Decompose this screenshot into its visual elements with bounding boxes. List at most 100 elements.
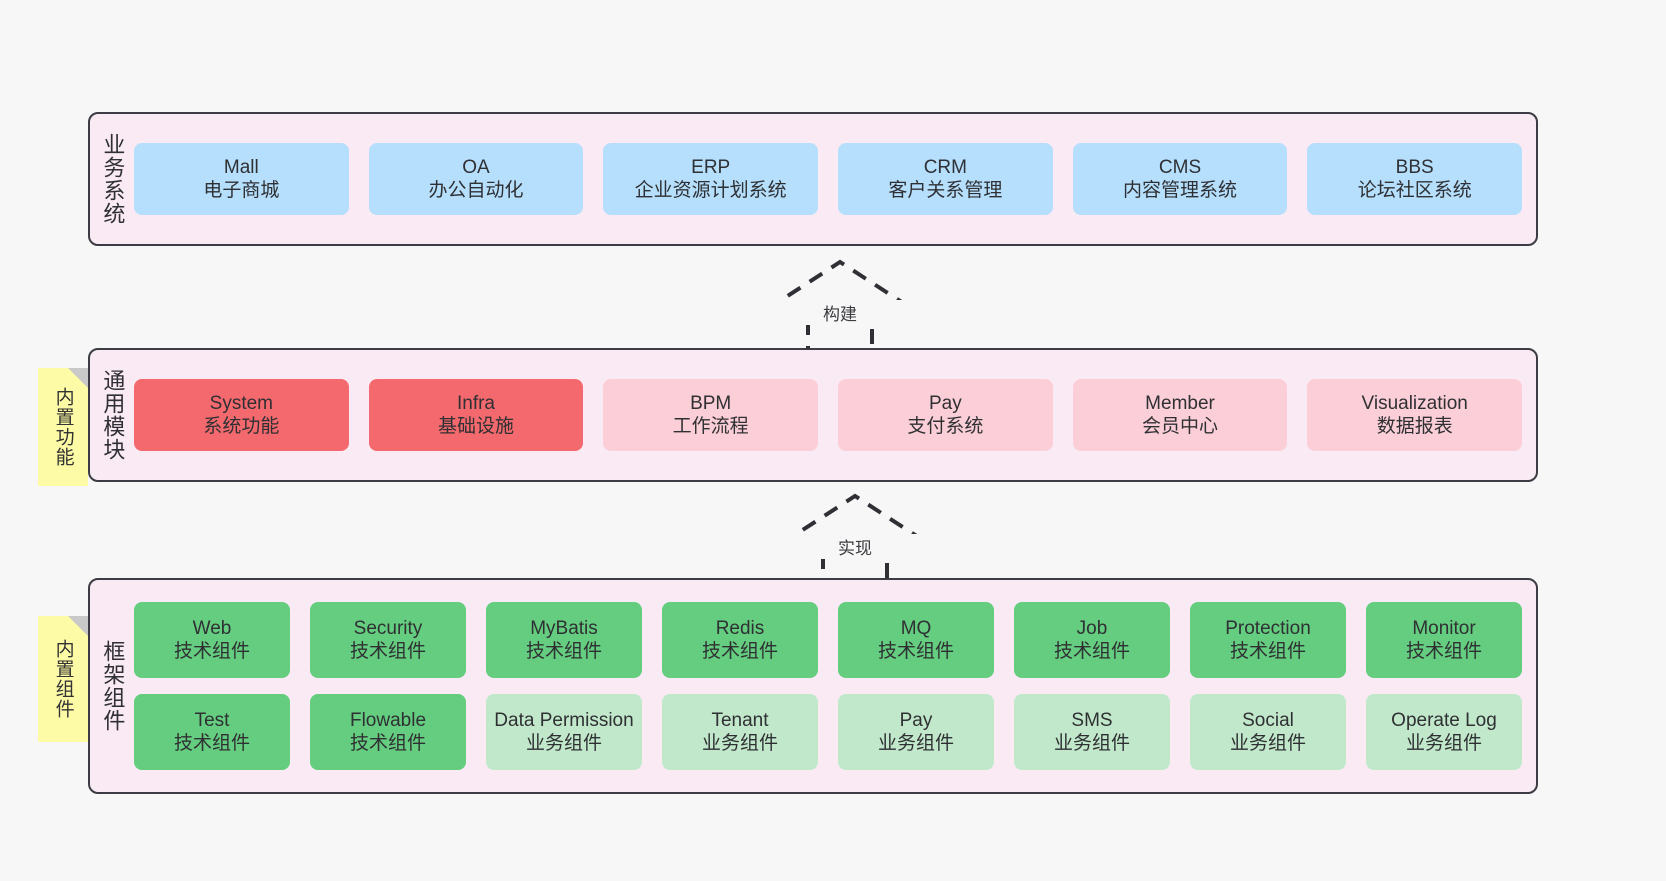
node-security-cn: 技术组件: [349, 641, 426, 662]
layer-common-title: 通用模块: [100, 369, 126, 461]
node-security[interactable]: Security 技术组件: [310, 602, 466, 678]
node-data-permission[interactable]: Data Permission 业务组件: [486, 694, 642, 770]
node-job-en: Job: [1076, 617, 1108, 639]
common-node-row: System 系统功能 Infra 基础设施 BPM 工作流程 Pay 支付系统…: [134, 379, 1523, 451]
node-social-cn: 业务组件: [1229, 733, 1306, 754]
node-social-en: Social: [1242, 709, 1294, 731]
node-redis[interactable]: Redis 技术组件: [662, 602, 818, 678]
node-bbs-cn: 论坛社区系统: [1357, 180, 1472, 201]
sticky-note-builtin-features-label: 内置功能: [52, 387, 74, 467]
node-tenant-en: Tenant: [711, 709, 769, 731]
node-member[interactable]: Member 会员中心: [1072, 379, 1288, 451]
node-bpm-en: BPM: [690, 392, 732, 414]
node-protection[interactable]: Protection 技术组件: [1190, 602, 1346, 678]
layer-business-title: 业务系统: [100, 133, 126, 225]
node-infra[interactable]: Infra 基础设施: [368, 379, 584, 451]
node-protection-en: Protection: [1225, 617, 1311, 639]
node-job-cn: 技术组件: [1053, 641, 1130, 662]
node-mall[interactable]: Mall 电子商城: [134, 143, 349, 215]
layer-business-body: Mall 电子商城 OA 办公自动化 ERP 企业资源计划系统 CRM 客户关系…: [134, 114, 1536, 244]
node-crm-en: CRM: [923, 156, 967, 178]
layer-framework-components: 框架组件 Web 技术组件 Security 技术组件 MyBatis 技术组件…: [88, 578, 1538, 794]
node-mybatis-en: MyBatis: [530, 617, 598, 639]
node-visualization-cn: 数据报表: [1376, 416, 1453, 437]
node-tenant-cn: 业务组件: [701, 733, 778, 754]
node-flowable-en: Flowable: [349, 709, 427, 731]
node-job[interactable]: Job 技术组件: [1014, 602, 1170, 678]
node-erp[interactable]: ERP 企业资源计划系统: [603, 143, 819, 215]
connector-build-arrow: 构建: [760, 258, 920, 354]
node-data-permission-cn: 业务组件: [525, 733, 602, 754]
node-erp-cn: 企业资源计划系统: [634, 180, 787, 201]
node-pay-module[interactable]: Pay 支付系统: [838, 379, 1053, 451]
node-bbs-en: BBS: [1395, 156, 1434, 178]
sticky-note-builtin-components: 内置组件: [38, 616, 88, 742]
connector-realize-arrow: 实现: [775, 492, 935, 588]
node-web-cn: 技术组件: [173, 641, 250, 662]
sticky-note-builtin-features: 内置功能: [38, 368, 88, 486]
node-monitor[interactable]: Monitor 技术组件: [1366, 602, 1522, 678]
node-oa-en: OA: [462, 156, 490, 178]
node-member-cn: 会员中心: [1142, 416, 1219, 437]
node-redis-cn: 技术组件: [701, 641, 778, 662]
node-security-en: Security: [353, 617, 423, 639]
node-test[interactable]: Test 技术组件: [134, 694, 290, 770]
node-sms-en: SMS: [1071, 709, 1113, 731]
node-mq[interactable]: MQ 技术组件: [838, 602, 994, 678]
node-monitor-en: Monitor: [1412, 617, 1476, 639]
node-social[interactable]: Social 业务组件: [1190, 694, 1346, 770]
node-flowable[interactable]: Flowable 技术组件: [310, 694, 466, 770]
framework-node-row-business: Test 技术组件 Flowable 技术组件 Data Permission …: [134, 694, 1522, 770]
node-test-cn: 技术组件: [173, 733, 250, 754]
node-web-en: Web: [192, 617, 232, 639]
node-mybatis-cn: 技术组件: [525, 641, 602, 662]
node-system-en: System: [209, 392, 274, 414]
sticky-note-builtin-components-label: 内置组件: [52, 639, 74, 719]
node-flowable-cn: 技术组件: [349, 733, 426, 754]
layer-common-body: System 系统功能 Infra 基础设施 BPM 工作流程 Pay 支付系统…: [134, 350, 1536, 480]
node-pay-module-en: Pay: [928, 392, 962, 414]
layer-framework-title: 框架组件: [100, 640, 126, 732]
node-operate-log[interactable]: Operate Log 业务组件: [1366, 694, 1522, 770]
node-visualization[interactable]: Visualization 数据报表: [1307, 379, 1523, 451]
connector-build-label: 构建: [760, 300, 920, 325]
layer-common-modules: 通用模块 System 系统功能 Infra 基础设施 BPM 工作流程 Pay…: [88, 348, 1538, 482]
layer-business-systems: 业务系统 Mall 电子商城 OA 办公自动化 ERP 企业资源计划系统 CRM…: [88, 112, 1538, 246]
node-pay-component-en: Pay: [899, 709, 933, 731]
node-oa[interactable]: OA 办公自动化: [368, 143, 584, 215]
node-mall-cn: 电子商城: [203, 180, 280, 201]
node-infra-en: Infra: [456, 392, 496, 414]
node-web[interactable]: Web 技术组件: [134, 602, 290, 678]
node-bpm[interactable]: BPM 工作流程: [603, 379, 819, 451]
node-system[interactable]: System 系统功能: [134, 379, 349, 451]
node-cms-en: CMS: [1158, 156, 1202, 178]
node-visualization-en: Visualization: [1361, 392, 1468, 414]
node-monitor-cn: 技术组件: [1405, 641, 1482, 662]
node-data-permission-en: Data Permission: [494, 709, 634, 731]
node-pay-component[interactable]: Pay 业务组件: [838, 694, 994, 770]
node-cms[interactable]: CMS 内容管理系统: [1072, 143, 1288, 215]
node-pay-component-cn: 业务组件: [877, 733, 954, 754]
node-mq-cn: 技术组件: [877, 641, 954, 662]
node-mybatis[interactable]: MyBatis 技术组件: [486, 602, 642, 678]
node-crm-cn: 客户关系管理: [888, 180, 1003, 201]
node-tenant[interactable]: Tenant 业务组件: [662, 694, 818, 770]
node-bbs[interactable]: BBS 论坛社区系统: [1307, 143, 1523, 215]
node-sms[interactable]: SMS 业务组件: [1014, 694, 1170, 770]
node-crm[interactable]: CRM 客户关系管理: [838, 143, 1053, 215]
node-member-en: Member: [1145, 392, 1215, 414]
node-operate-log-en: Operate Log: [1391, 709, 1497, 731]
node-bpm-cn: 工作流程: [672, 416, 749, 437]
framework-node-row-tech: Web 技术组件 Security 技术组件 MyBatis 技术组件 Redi…: [134, 602, 1522, 678]
layer-framework-body: Web 技术组件 Security 技术组件 MyBatis 技术组件 Redi…: [134, 580, 1536, 792]
node-oa-cn: 办公自动化: [428, 180, 524, 201]
node-pay-module-cn: 支付系统: [907, 416, 984, 437]
node-system-cn: 系统功能: [203, 416, 280, 437]
node-infra-cn: 基础设施: [438, 416, 515, 437]
node-mq-en: MQ: [900, 617, 932, 639]
sticky-fold-corner-icon: [68, 616, 88, 636]
sticky-fold-corner-icon: [68, 368, 88, 388]
node-erp-en: ERP: [691, 156, 731, 178]
node-redis-en: Redis: [715, 617, 765, 639]
